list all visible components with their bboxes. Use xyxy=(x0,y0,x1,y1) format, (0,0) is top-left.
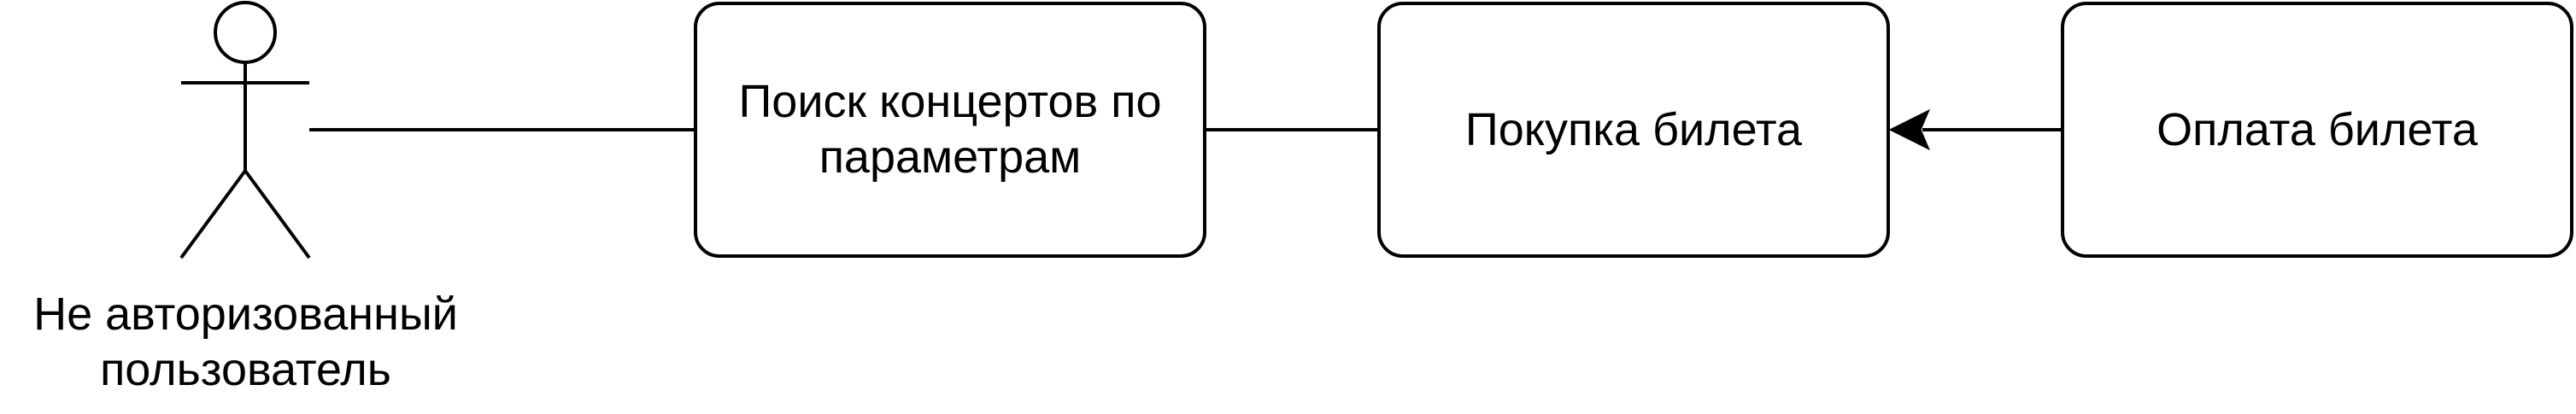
actor-label: Не авторизованный пользователь xyxy=(33,289,458,395)
actor-figure xyxy=(179,1,311,259)
actor-left-leg xyxy=(179,169,247,259)
node-search-concerts[interactable]: Поиск концертов по параметрам xyxy=(694,2,1206,258)
node-purchase-ticket[interactable]: Покупка билета xyxy=(1377,2,1890,258)
node-payment-ticket[interactable]: Оплата билета xyxy=(2061,2,2573,258)
actor-head xyxy=(214,1,277,64)
arrowhead xyxy=(1888,108,1930,151)
actor-right-leg xyxy=(244,169,311,259)
